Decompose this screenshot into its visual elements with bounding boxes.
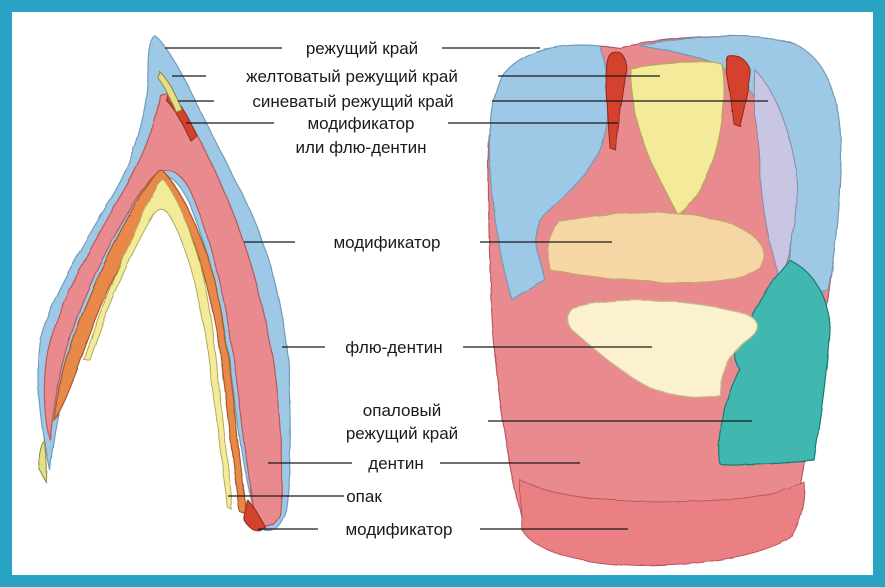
label-yellowish-edge: желтоватый режущий край xyxy=(246,67,458,86)
label-flu-dentin: флю-дентин xyxy=(345,338,442,357)
label-dentin: дентин xyxy=(368,454,423,473)
label-opal-edge-2: режущий край xyxy=(346,424,458,443)
label-opaque: опак xyxy=(346,487,382,506)
label-modifier-top-alt: или флю-дентин xyxy=(295,138,426,157)
label-bluish-edge: синеватый режущий край xyxy=(252,92,453,111)
tooth-front-view xyxy=(488,36,841,566)
label-cutting-edge: режущий край xyxy=(306,39,418,58)
label-modifier-top: модификатор xyxy=(307,114,414,133)
light-orange-band xyxy=(548,213,764,283)
dentin-layer-side xyxy=(44,92,282,526)
label-modifier-mid: модификатор xyxy=(333,233,440,252)
label-modifier-bottom: модификатор xyxy=(345,520,452,539)
label-opal-edge-1: опаловый xyxy=(363,401,441,420)
